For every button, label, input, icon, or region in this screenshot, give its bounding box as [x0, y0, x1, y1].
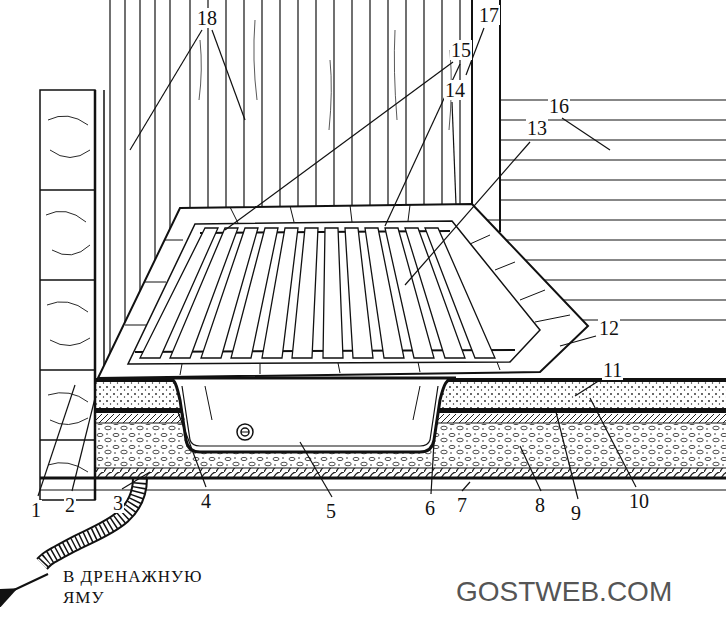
callout-number: 10	[628, 491, 650, 511]
leader-lines	[38, 28, 636, 499]
callout-number: 9	[570, 503, 582, 523]
callout-number: 8	[534, 495, 546, 515]
callout-number: 3	[112, 493, 124, 513]
callout-number: 14	[444, 80, 466, 100]
callout-number: 2	[64, 495, 76, 515]
tiled-rim	[98, 204, 588, 378]
flow-note: В ДРЕНАЖНУЮ ЯМУ	[62, 566, 224, 609]
tray-basin	[165, 378, 456, 452]
callout-number: 18	[196, 8, 218, 28]
callout-number: 11	[602, 360, 623, 380]
watermark: GOSTWEB.COM	[455, 578, 673, 606]
callout-number: 1	[30, 500, 42, 520]
callout-number: 6	[424, 498, 436, 518]
grating	[135, 228, 515, 358]
callout-number: 7	[456, 495, 468, 515]
callout-number: 15	[450, 40, 472, 60]
log-wall	[40, 90, 104, 500]
callout-number: 13	[526, 118, 548, 138]
callout-number: 4	[200, 491, 212, 511]
callout-number: 12	[598, 318, 620, 338]
callout-number: 17	[478, 5, 500, 25]
wall-boards	[110, 0, 500, 357]
floor-layers	[40, 378, 726, 490]
callout-number: 16	[548, 96, 570, 116]
callout-number: 5	[325, 501, 337, 521]
